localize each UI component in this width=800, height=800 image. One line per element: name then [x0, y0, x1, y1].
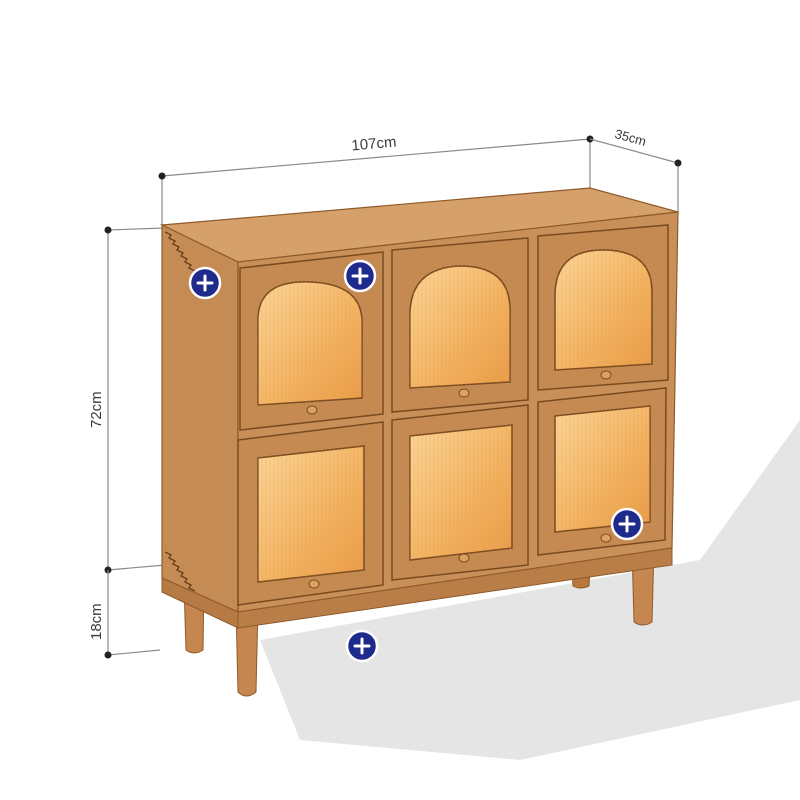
- height-dimension: [104, 226, 166, 574]
- door-bottom-right[interactable]: [537, 387, 667, 556]
- plus-icon: [196, 274, 214, 292]
- width-label: 107cm: [351, 134, 397, 155]
- leg-height-dimension: [104, 570, 161, 659]
- depth-dimension: [589, 138, 682, 212]
- height-label: 72cm: [88, 391, 105, 428]
- leg-height-label: 18cm: [88, 603, 105, 640]
- floor-shadow: [260, 420, 800, 760]
- hotspot-button-bottom-door[interactable]: [610, 507, 644, 541]
- door-bottom-left[interactable]: [237, 421, 384, 606]
- plus-icon: [618, 515, 636, 533]
- door-top-left[interactable]: [239, 251, 384, 431]
- plus-icon: [353, 637, 371, 655]
- hotspot-button-top-door[interactable]: [343, 259, 377, 293]
- door-bottom-middle[interactable]: [391, 404, 529, 581]
- plus-icon: [351, 267, 369, 285]
- hotspot-button-legs[interactable]: [345, 629, 379, 663]
- door-top-middle[interactable]: [391, 237, 529, 413]
- depth-label: 35cm: [613, 126, 648, 149]
- door-top-right[interactable]: [537, 224, 669, 391]
- hotspot-button-side[interactable]: [188, 266, 222, 300]
